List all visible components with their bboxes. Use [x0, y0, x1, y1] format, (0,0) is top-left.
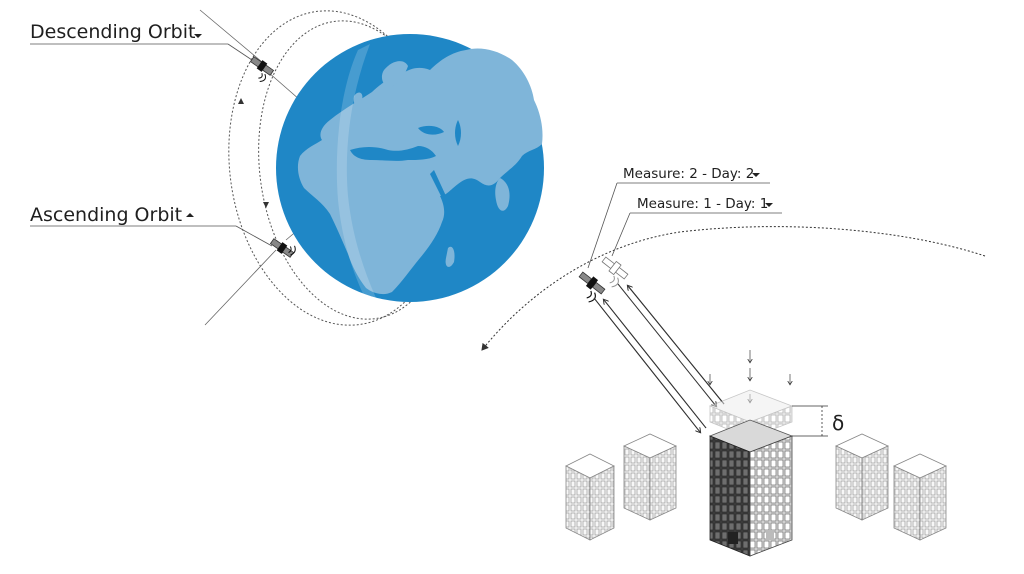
displacement-indicator: [792, 405, 828, 437]
triangle-down-icon: [752, 173, 760, 177]
satellite-icon-ascending: [269, 238, 296, 258]
building-icon-2: [623, 433, 677, 521]
building-icon-1: [565, 453, 615, 541]
building-icon-3: [835, 433, 889, 521]
satellite-icon-descending: [249, 56, 275, 82]
radar-beams: [593, 283, 725, 432]
measure-1-label: Measure: 1 - Day: 1: [637, 196, 768, 212]
measure-1-label-group: Measure: 1 - Day: 1: [611, 196, 782, 257]
satellite-icon-measure-2: [578, 271, 606, 303]
measure-2-label: Measure: 2 - Day: 2: [623, 166, 754, 182]
ascending-orbit-label: Ascending Orbit: [30, 204, 182, 226]
ascending-orbit-label-group: Ascending Orbit: [30, 204, 273, 247]
triangle-down-icon: [765, 203, 773, 207]
delta-symbol: δ: [832, 411, 844, 435]
descending-orbit-label: Descending Orbit: [30, 21, 195, 43]
satellite-icon-measure-1: [601, 256, 629, 288]
measure-2-label-group: Measure: 2 - Day: 2: [587, 166, 770, 269]
triangle-down-icon: [194, 34, 202, 38]
orbit-direction-arrows: [238, 98, 269, 208]
building-icon-4: [893, 453, 947, 541]
building-icon-main: [708, 419, 794, 557]
descending-orbit-label-group: Descending Orbit: [30, 21, 253, 61]
satellite-orbit-arc: [481, 226, 986, 351]
globe-icon: [276, 34, 544, 302]
triangle-up-icon: [186, 213, 194, 217]
